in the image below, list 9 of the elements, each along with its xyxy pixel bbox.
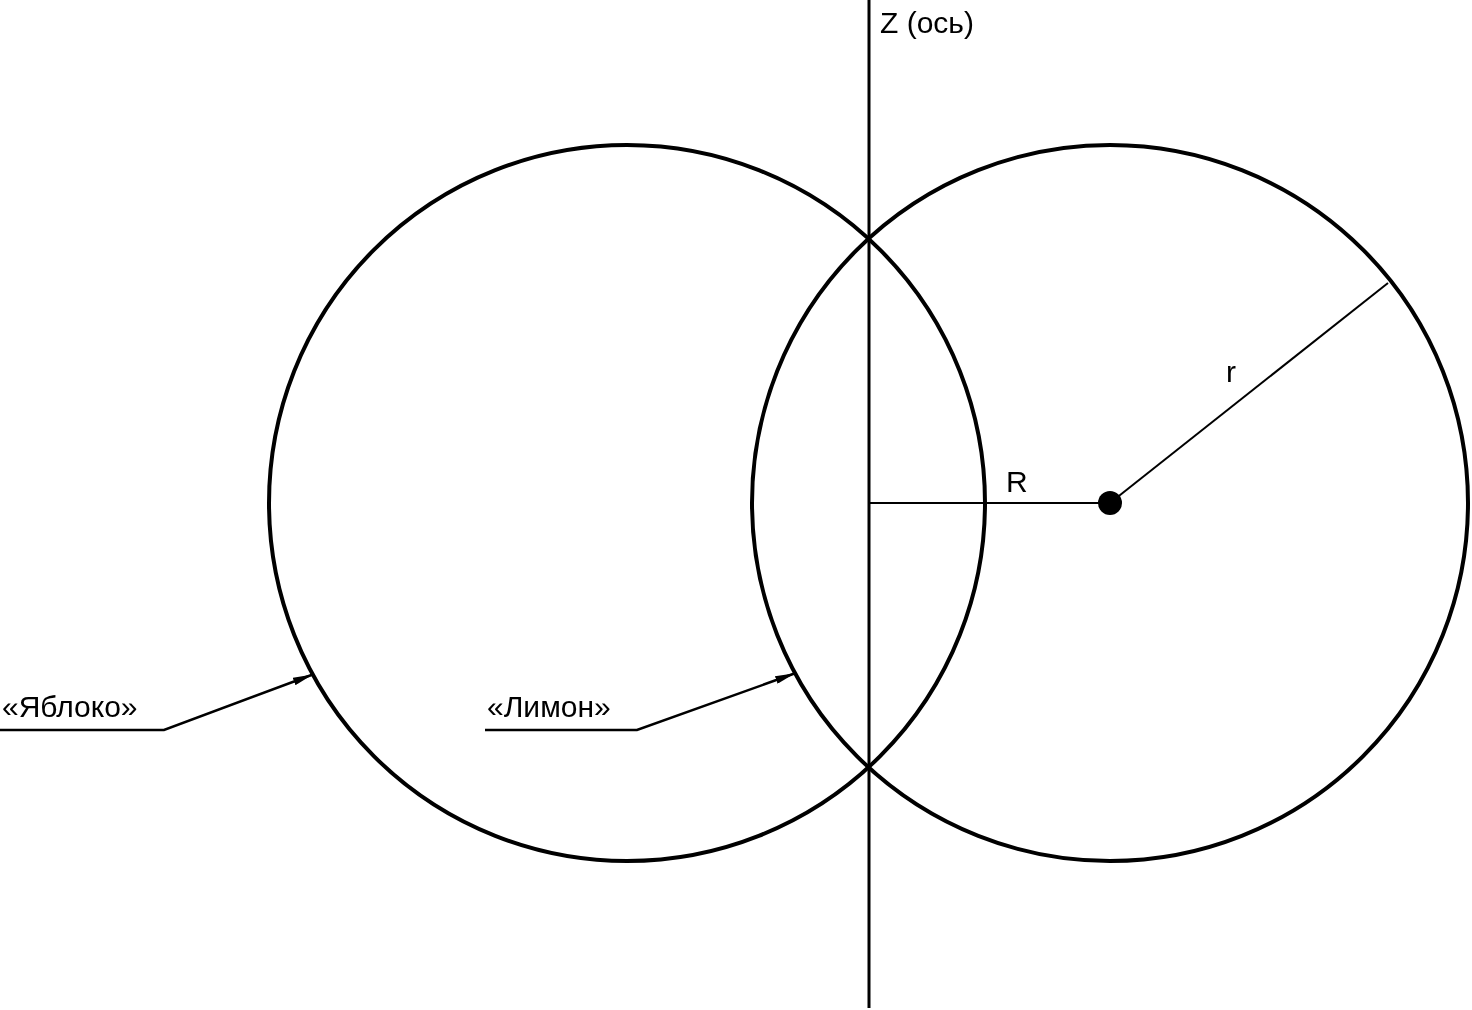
callout-label: «Яблоко» — [2, 690, 138, 724]
callout-label: «Лимон» — [487, 690, 611, 724]
dimension-label: r — [1226, 355, 1236, 389]
torus-section-circle — [750, 143, 1470, 863]
dimension-label: R — [1006, 465, 1028, 499]
leader-line — [0, 673, 314, 732]
leader-line — [485, 672, 796, 732]
axis-label: Z (ось) — [880, 6, 974, 40]
torus-section-circle — [267, 143, 987, 863]
